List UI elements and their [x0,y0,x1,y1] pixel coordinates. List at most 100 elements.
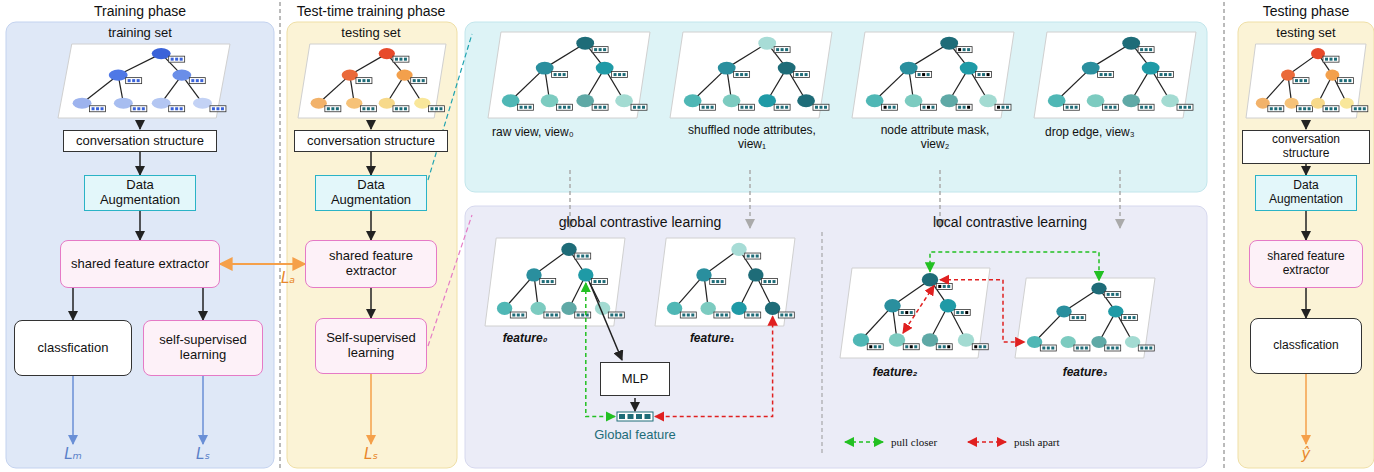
attribute-cell [756,314,759,317]
attribute-cell [555,314,558,317]
attribute-cell [1140,48,1143,51]
attribute-cell [745,73,748,76]
attribute-cell [1344,79,1347,82]
attribute-cell [943,345,946,348]
attribute-cell [1100,73,1103,76]
attribute-cell [599,48,602,51]
box-label: Self-supervised learning [321,331,421,361]
attribute-cell [1358,107,1361,110]
attribute-cell [1116,293,1119,296]
attribute-box [1040,345,1056,351]
attribute-cell [1299,107,1302,110]
attribute-cell [563,106,566,109]
tree-node [114,98,133,109]
conversation-tree [1034,32,1196,118]
attribute-cell [542,280,545,283]
push-apart-arrow [903,286,934,333]
attribute-cell [603,48,606,51]
feature-cell [645,414,651,419]
tree-plane [655,238,795,326]
attribute-cell [1325,58,1328,61]
conversation-tree [655,238,795,326]
attribute-cell [781,48,784,51]
attribute-cell [577,314,580,317]
tree-node [940,37,958,50]
attribute-cell [1113,106,1116,109]
flow-arrow [202,288,204,320]
attribute-cell [1124,316,1127,319]
attribute-box [1158,72,1174,78]
attribute-cell [805,73,808,76]
attribute-box [774,104,790,110]
attribute-cell [1001,106,1004,109]
attribute-cell [517,314,520,317]
tree-node [940,299,957,313]
flow-arrow [139,211,141,240]
flow-arrow [1305,164,1307,175]
pull-closer-arrow [586,283,615,417]
attribute-cell [1348,79,1351,82]
tree-node [414,98,430,109]
attribute-cell [520,106,523,109]
attribute-cell [1339,79,1342,82]
attribute-cell [979,345,982,348]
attribute-cell [133,107,136,110]
attribute-box [575,253,591,259]
attribute-cell [551,280,554,283]
flow-arrow [370,288,372,318]
loss-symbol: Lₛ [196,446,210,463]
attribute-box [1138,47,1154,53]
attribute-cell [1179,106,1182,109]
attribute-cell [603,280,606,283]
output-arrow [72,376,74,444]
attribute-cell [567,106,570,109]
attribute-box [1105,345,1121,351]
attribute-cell [965,311,968,314]
conversation-tree [485,238,625,326]
attribute-box [936,283,952,289]
tree-node [73,98,92,109]
attribute-box [956,47,972,53]
tree-node [884,299,901,313]
attribute-cell [417,79,420,82]
attribute-cell [581,314,584,317]
attribute-cell [598,280,601,283]
tree-node [1142,62,1160,75]
attribute-cell [1325,107,1328,110]
attribute-box [972,344,988,350]
feature-label: Global feature [594,428,676,443]
attribute-box [1297,106,1313,112]
feature-cell [628,414,634,419]
attribute-cell [914,345,917,348]
attribute-cell [1149,106,1152,109]
view-flow-arrow [1119,170,1121,228]
tree-node [1161,94,1179,107]
attribute-cell [1109,73,1112,76]
attribute-box [169,106,185,112]
attribute-cell [1145,48,1148,51]
attribute-box [1323,56,1339,62]
attribute-cell [599,106,602,109]
attribute-cell [171,107,174,110]
attribute-cell [1363,107,1366,110]
attribute-cell [1116,347,1119,350]
attribute-cell [740,73,743,76]
tree-node [958,333,975,347]
box-label: self-supervised learning [149,333,257,363]
tree-node [193,98,212,109]
attribute-cell [947,345,950,348]
attribute-box [700,104,716,110]
attribute-cell [413,79,416,82]
tree-node [758,37,776,50]
conversation-tree [1246,44,1368,118]
attribute-cell [550,314,553,317]
attribute-box [920,104,936,110]
tree-node [172,70,191,81]
tree-plane [840,268,990,358]
attribute-cell [367,107,370,110]
attribute-cell [927,73,930,76]
attribute-box [710,279,726,285]
attribute-box [411,78,427,84]
